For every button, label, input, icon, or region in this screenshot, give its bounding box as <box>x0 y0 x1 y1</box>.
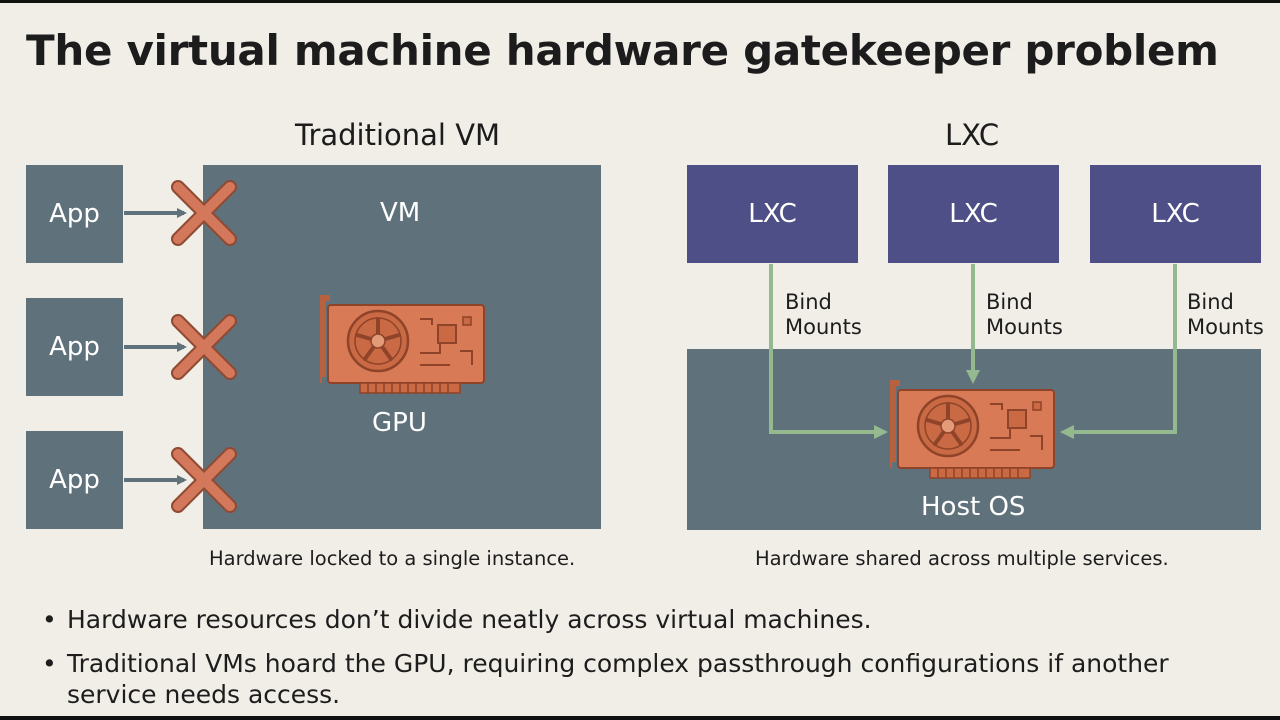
app-box-3: App <box>26 431 123 529</box>
page-title: The virtual machine hardware gatekeeper … <box>26 26 1219 75</box>
traditional-vm-heading: Traditional VM <box>295 118 501 152</box>
lxc-container-3: LXC <box>1090 165 1261 263</box>
bind-mounts-label-3: Bind Mounts <box>1187 290 1264 340</box>
host-gpu-icon <box>888 378 1056 480</box>
lxc-container-2: LXC <box>888 165 1059 263</box>
app-box-2: App <box>26 298 123 396</box>
mounts-word: Mounts <box>1187 315 1264 339</box>
blocked-x-icon-3 <box>178 454 230 506</box>
bind-mount-line-1 <box>769 264 888 439</box>
bullet-list: • Hardware resources don’t divide neatly… <box>42 604 1242 720</box>
bullet-item-2: • Traditional VMs hoard the GPU, requiri… <box>42 648 1242 710</box>
bullet-text-1: Hardware resources don’t divide neatly a… <box>67 605 872 634</box>
app-box-1: App <box>26 165 123 263</box>
vm-gpu-icon <box>318 293 486 395</box>
host-os-label: Host OS <box>921 492 1026 522</box>
mounts-word: Mounts <box>986 315 1063 339</box>
mounts-word: Mounts <box>785 315 862 339</box>
bind-word: Bind <box>1187 290 1234 314</box>
blocked-x-icon-1 <box>178 187 230 239</box>
bind-mount-line-3 <box>1060 264 1177 439</box>
lxc-caption: Hardware shared across multiple services… <box>755 547 1169 570</box>
frame-top <box>0 0 1280 3</box>
bind-mounts-label-1: Bind Mounts <box>785 290 862 340</box>
vm-gpu-label: GPU <box>372 408 427 438</box>
traditional-caption: Hardware locked to a single instance. <box>209 547 576 570</box>
lxc-heading: LXC <box>945 118 1000 152</box>
bullet-item-1: • Hardware resources don’t divide neatly… <box>42 604 1242 635</box>
frame-bottom <box>0 716 1280 720</box>
bind-word: Bind <box>986 290 1033 314</box>
lxc-container-1: LXC <box>687 165 858 263</box>
bullet-dot: • <box>42 605 57 634</box>
vm-label: VM <box>380 198 421 228</box>
blocked-x-icon-2 <box>178 321 230 373</box>
bind-word: Bind <box>785 290 832 314</box>
bullet-text-2: Traditional VMs hoard the GPU, requiring… <box>67 649 1169 709</box>
bullet-dot: • <box>42 649 57 678</box>
bind-mounts-label-2: Bind Mounts <box>986 290 1063 340</box>
